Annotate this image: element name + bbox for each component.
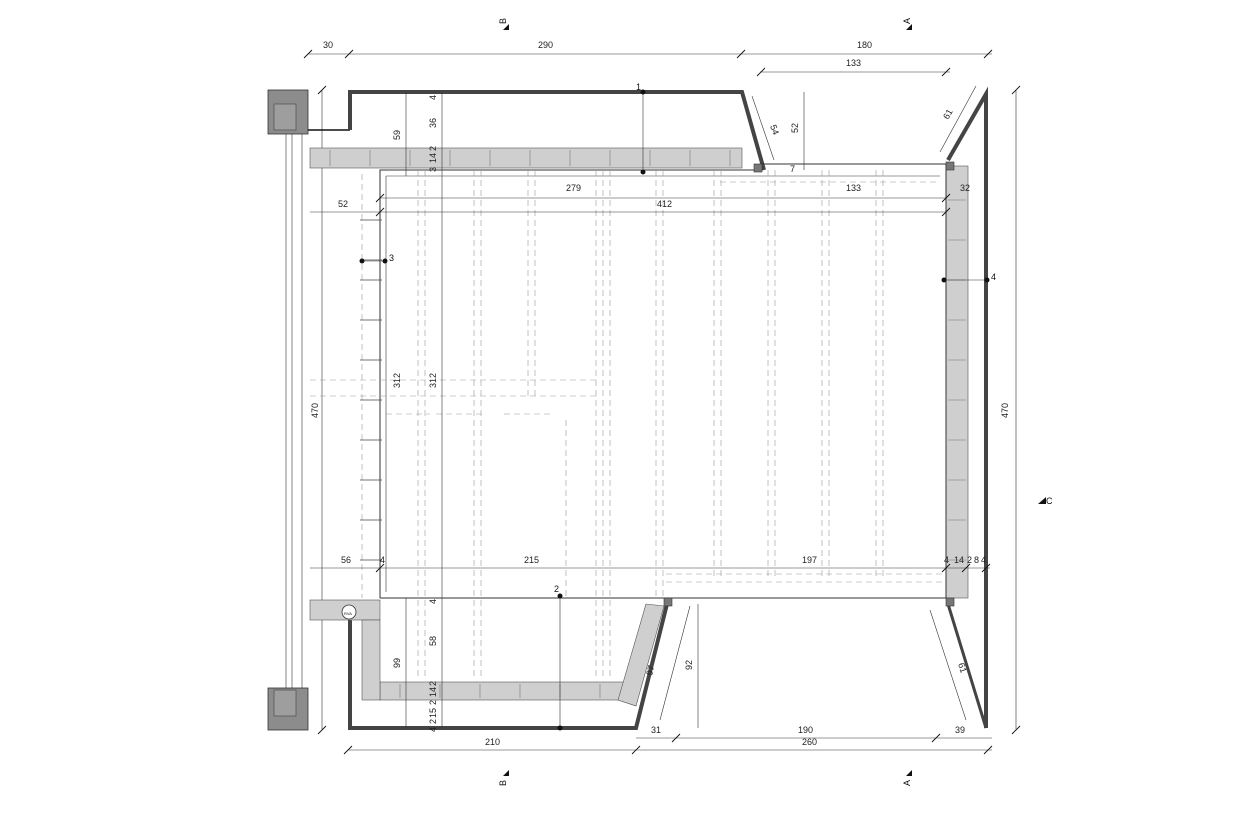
section-c-label: C	[1046, 496, 1053, 506]
joist-ties-left	[360, 219, 382, 561]
dim-99: 99	[392, 658, 402, 668]
dim-312-a: 312	[392, 373, 402, 388]
dim-36: 36	[428, 118, 438, 128]
dim-low-4a: 4	[428, 599, 438, 604]
dim-61-top: 61	[941, 107, 955, 121]
section-marker-c: C	[1038, 496, 1053, 506]
dim-top-180: 180	[857, 40, 872, 50]
dim-low-2b: 2	[428, 700, 438, 705]
dim-97: 97	[644, 664, 656, 676]
dim-52-right: 52	[790, 123, 800, 133]
dim-215: 215	[524, 555, 539, 565]
dim-row-right-4b: 4	[981, 555, 986, 565]
dim-14-top: 14	[428, 153, 438, 163]
cut-marker-2-label: 2	[554, 584, 559, 594]
dim-412: 412	[657, 199, 672, 209]
dim-133-inner: 133	[846, 183, 861, 193]
dim-59: 59	[392, 130, 402, 140]
dim-left-470: 470	[310, 403, 320, 418]
corner-posts	[663, 161, 955, 607]
dim-197: 197	[802, 555, 817, 565]
dim-92: 92	[684, 660, 694, 670]
dashed-structure	[310, 170, 946, 680]
cut-marker-2: 2	[554, 584, 563, 731]
dim-row-right-14: 14	[954, 555, 964, 565]
section-a-top-label: A	[902, 18, 912, 24]
dim-bottom-39: 39	[955, 725, 965, 735]
outer-wall	[348, 86, 988, 730]
dim-low-4b: 4	[428, 727, 438, 732]
dim-4-row: 4	[380, 555, 385, 565]
dim-row-right-8: 8	[974, 555, 979, 565]
dim-low-15: 15	[428, 708, 438, 718]
section-marker-a-top: A	[902, 18, 912, 30]
cut-marker-1-label: 1	[636, 82, 641, 92]
dim-bottom-190: 190	[798, 725, 813, 735]
dimension-right-470: 470	[1000, 85, 1021, 735]
dimension-left-470: 470	[310, 85, 327, 735]
dim-low-2a: 2	[428, 681, 438, 686]
dim-bottom-210: 210	[485, 737, 500, 747]
dim-right-470: 470	[1000, 403, 1010, 418]
section-a-bottom-label: A	[902, 780, 912, 786]
dim-4-top: 4	[428, 95, 438, 100]
interior-dimensions: 279 133 32 52 412 56 4 215 197 4 14 2 8 …	[310, 85, 991, 732]
cut-marker-3: 3	[359, 253, 394, 264]
dim-top-290: 290	[538, 40, 553, 50]
dim-3-top: 3	[428, 167, 438, 172]
dim-low-14: 14	[428, 687, 438, 697]
section-marker-b-bottom: B	[498, 770, 509, 786]
dim-54: 54	[768, 123, 781, 136]
dim-58: 58	[428, 636, 438, 646]
dim-top-30: 30	[323, 40, 333, 50]
dim-row-right-2: 2	[967, 555, 972, 565]
dim-low-2c: 2	[428, 719, 438, 724]
dim-56: 56	[341, 555, 351, 565]
dim-312-b: 312	[428, 373, 438, 388]
cut-marker-4: 4	[941, 272, 996, 283]
section-b-top-label: B	[498, 18, 508, 24]
cut-marker-4-label: 4	[991, 272, 996, 282]
cut-marker-1: 1	[636, 82, 646, 175]
insulation-layers	[309, 147, 969, 707]
section-b-bottom-label: B	[498, 780, 508, 786]
dim-61-bottom: 61	[956, 662, 969, 675]
cut-marker-3-label: 3	[389, 253, 394, 263]
dim-top-133: 133	[846, 58, 861, 68]
dimension-chain-bottom: 210 260 31 190 39	[343, 725, 993, 755]
dim-row-right-4a: 4	[944, 555, 949, 565]
dim-279: 279	[566, 183, 581, 193]
dimension-chain-top: 30 290 180 133	[303, 40, 993, 77]
ventilation-label: RVA	[344, 611, 352, 616]
section-marker-b-top: B	[498, 18, 509, 30]
window-left	[267, 89, 350, 731]
dim-2-top: 2	[428, 146, 438, 151]
dim-bottom-31: 31	[651, 725, 661, 735]
section-marker-a-bottom: A	[902, 770, 912, 786]
dim-52-left: 52	[338, 199, 348, 209]
dim-bottom-260: 260	[802, 737, 817, 747]
dim-7: 7	[790, 164, 795, 174]
ventilation-symbol: RVA	[341, 604, 357, 620]
dim-32: 32	[960, 183, 970, 193]
